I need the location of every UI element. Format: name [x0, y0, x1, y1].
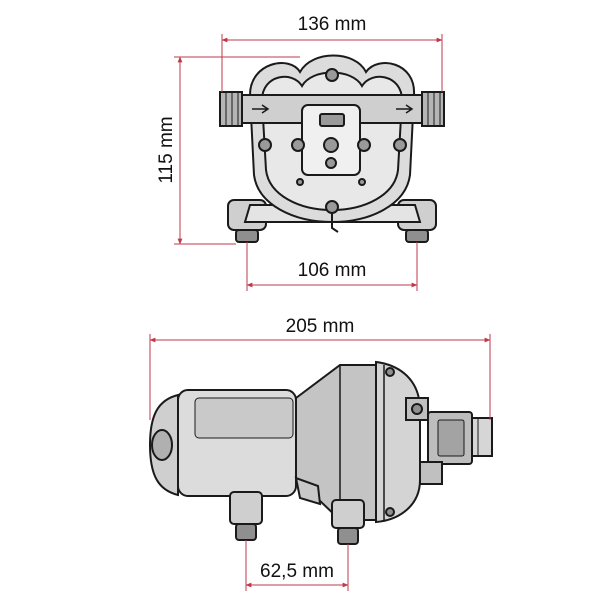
- flow-arrow-right-icon: [396, 104, 414, 114]
- motor-end-boss: [151, 429, 173, 461]
- pump-head: [375, 360, 421, 524]
- head-bolt-top: [385, 367, 395, 377]
- switch-cap: [471, 417, 493, 457]
- bolt-right: [393, 138, 407, 152]
- dim-length-label: 205 mm: [286, 316, 355, 337]
- front-center-bolt-top: [323, 137, 339, 153]
- front-pipe-right-thread: [421, 91, 445, 127]
- motor-body-band: [194, 397, 294, 439]
- front-center-bolt-bottom: [325, 157, 337, 169]
- switch-housing-inner: [437, 419, 465, 457]
- bolt-bottom-right: [358, 178, 366, 186]
- head-bolt-bottom: [385, 507, 395, 517]
- bolt-left: [258, 138, 272, 152]
- bolt-center-left: [291, 138, 305, 152]
- dim-side-feet-spacing-label: 62,5 mm: [260, 561, 334, 582]
- side-dimension-lines: [149, 334, 491, 591]
- side-view: [148, 360, 493, 545]
- front-right-foot-pad: [405, 229, 429, 243]
- dim-top-width-label: 136 mm: [298, 14, 367, 35]
- front-drain-hook: [331, 213, 339, 233]
- flow-arrow-left-icon: [252, 104, 270, 114]
- bolt-center-right: [357, 138, 371, 152]
- front-view: [219, 54, 445, 243]
- side-foot-left-pad: [235, 523, 257, 541]
- bolt-top: [325, 68, 339, 82]
- inlet-nut-hole: [411, 403, 423, 415]
- drain-spout: [294, 476, 322, 506]
- bolt-bottom: [325, 200, 339, 214]
- side-foot-right: [331, 499, 365, 529]
- dim-height-label: 115 mm: [156, 116, 177, 183]
- bolt-bottom-left: [296, 178, 304, 186]
- outlet-nut: [419, 461, 443, 485]
- front-center-slot: [319, 113, 345, 127]
- side-foot-left: [229, 491, 263, 525]
- front-dimension-lines: [174, 34, 443, 291]
- dim-feet-spacing-label: 106 mm: [298, 260, 367, 281]
- side-foot-right-pad: [337, 527, 359, 545]
- front-left-foot-pad: [235, 229, 259, 243]
- front-pipe-left-thread: [219, 91, 243, 127]
